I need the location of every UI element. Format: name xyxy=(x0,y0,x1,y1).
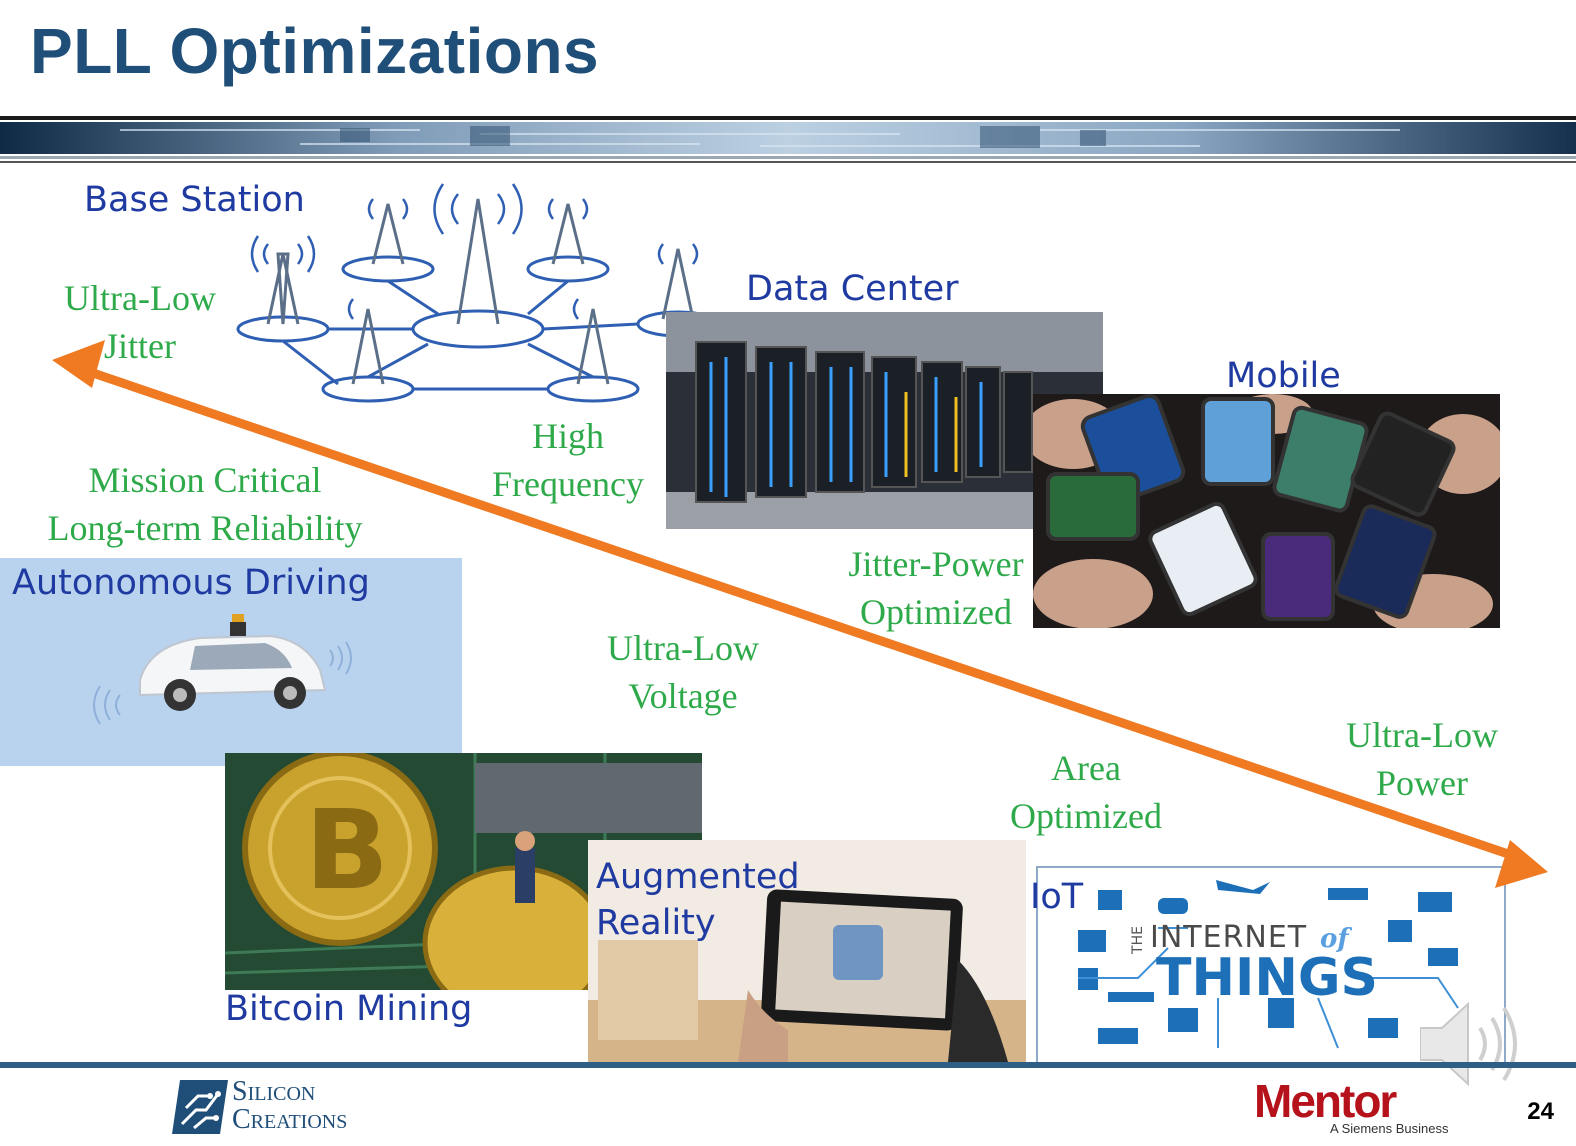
category-mobile: Mobile xyxy=(1226,356,1341,396)
feature-ultra-low-power: Ultra-Low Power xyxy=(1346,715,1498,803)
category-data-center: Data Center xyxy=(746,269,959,309)
augmented-reality-image xyxy=(588,840,1026,1062)
mentor-tagline: A Siemens Business xyxy=(1330,1121,1449,1136)
autonomous-car-image xyxy=(93,614,352,725)
feature-area-optimized: Area Optimized xyxy=(1010,748,1162,836)
feature-ultra-low-jitter: Ultra-Low Jitter xyxy=(64,278,216,366)
mobile-phones-image xyxy=(1033,394,1500,628)
slide-title: PLL Optimizations xyxy=(30,15,600,87)
svg-text:B: B xyxy=(305,786,389,914)
category-bitcoin-mining: Bitcoin Mining xyxy=(225,989,473,1029)
feature-high-frequency: High Frequency xyxy=(492,416,644,504)
iot-of-text: of xyxy=(1320,924,1349,954)
silicon-creations-logo-icon xyxy=(172,1080,228,1134)
page-number: 24 xyxy=(1527,1098,1554,1125)
silicon-creations-logo-text: Silicon Creations xyxy=(232,1078,347,1134)
creations-word: Creations xyxy=(232,1104,348,1135)
category-augmented-reality: Augmented Reality xyxy=(596,857,800,943)
iot-things-text: THINGS xyxy=(1156,948,1378,1008)
feature-ultra-low-voltage: Ultra-Low Voltage xyxy=(607,628,759,716)
category-autonomous-driving: Autonomous Driving xyxy=(12,563,370,603)
feature-jitter-power-optimized: Jitter-Power Optimized xyxy=(848,544,1024,632)
speaker-icon[interactable] xyxy=(1420,998,1540,1090)
silicon-word: Silicon xyxy=(232,1076,316,1107)
mentor-logo: Mentor xyxy=(1254,1075,1397,1127)
iot-the-text: THE xyxy=(1130,926,1146,954)
feature-mission-critical: Mission Critical Long-term Reliability xyxy=(47,460,363,548)
footer-divider xyxy=(0,1062,1576,1068)
category-base-station: Base Station xyxy=(84,180,305,220)
category-iot: IoT xyxy=(1030,877,1084,917)
header-circuit-band xyxy=(0,116,1576,163)
iot-internet-text: INTERNET xyxy=(1150,920,1308,955)
